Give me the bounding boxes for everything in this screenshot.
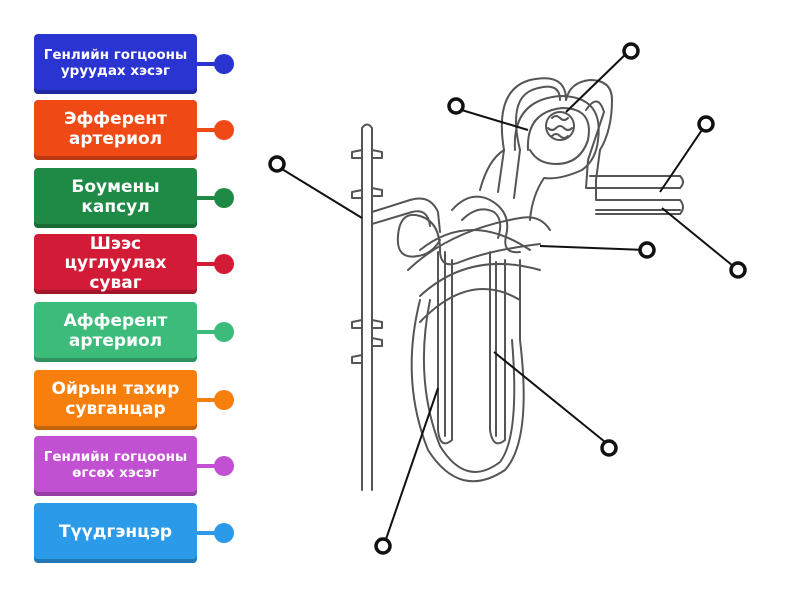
label-tag[interactable]: Боумены капсул: [34, 168, 197, 228]
label-tag[interactable]: Генлийн гогцооны уруудах хэсэг: [34, 34, 197, 94]
nephron-diagram: [268, 42, 747, 555]
target-left[interactable]: [268, 155, 286, 173]
label-text: Боумены капсул: [71, 177, 160, 217]
label-connector: [197, 330, 223, 334]
label-text: Афферент артериол: [63, 311, 168, 351]
target-right-lower[interactable]: [729, 261, 747, 279]
label-connector: [197, 196, 223, 200]
label-pin[interactable]: [214, 120, 234, 140]
afferent-arteriole: [565, 79, 681, 201]
label-connector: [197, 262, 223, 266]
label-text: Түүдгэнцэр: [58, 522, 173, 543]
label-pin[interactable]: [214, 523, 234, 543]
label-connector: [197, 531, 223, 535]
label-tag[interactable]: Генлийн гогцооны өгсөх хэсэг: [34, 436, 197, 496]
target-top[interactable]: [622, 42, 640, 60]
label-pin[interactable]: [214, 188, 234, 208]
label-tag[interactable]: Түүдгэнцэр: [34, 503, 197, 563]
label-text: Эфферент артериол: [63, 109, 168, 149]
bowman-capsule: [513, 95, 600, 221]
label-pin[interactable]: [214, 456, 234, 476]
target-loop-right[interactable]: [600, 439, 618, 457]
label-text: Шээс цуглуулах суваг: [64, 233, 167, 293]
label-pin[interactable]: [214, 54, 234, 74]
label-pin[interactable]: [214, 390, 234, 410]
collecting-duct: [361, 123, 373, 491]
target-center[interactable]: [638, 241, 656, 259]
label-tag[interactable]: Ойрын тахир сувганцар: [34, 370, 197, 430]
label-text: Ойрын тахир сувганцар: [51, 379, 180, 419]
label-pin[interactable]: [214, 322, 234, 342]
label-connector: [197, 128, 223, 132]
label-connector: [197, 464, 223, 468]
loop-descending-path: [437, 251, 453, 445]
target-capsule[interactable]: [447, 97, 465, 115]
vasa-recta: [410, 259, 525, 483]
target-right-upper[interactable]: [697, 115, 715, 133]
label-pin[interactable]: [214, 254, 234, 274]
loop-ascending-path: [489, 251, 506, 445]
target-loop-bottom[interactable]: [374, 537, 392, 555]
label-connector: [197, 398, 223, 402]
label-tag[interactable]: Афферент артериол: [34, 302, 197, 362]
label-text: Генлийн гогцооны өгсөх хэсэг: [43, 449, 188, 481]
tubule-network: [397, 214, 541, 266]
label-tag[interactable]: Эфферент артериол: [34, 100, 197, 160]
label-text: Генлийн гогцооны уруудах хэсэг: [43, 47, 188, 79]
label-connector: [197, 62, 223, 66]
label-tag[interactable]: Шээс цуглуулах суваг: [34, 234, 197, 294]
